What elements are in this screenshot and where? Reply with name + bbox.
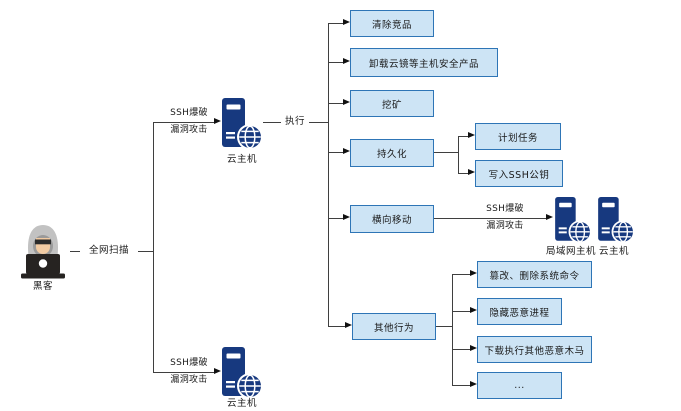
edge-label-full-network-scan: 全网扫描 [80, 244, 138, 257]
edge-label-line2: 漏洞攻击 [170, 125, 208, 135]
arrowhead-icon [343, 19, 350, 25]
arrowhead-icon [470, 345, 477, 351]
action-box-hide-process: 隐藏恶意进程 [477, 298, 562, 325]
connector-stub [452, 311, 470, 312]
action-box-other-behaviors: 其他行为 [352, 313, 436, 340]
connector-stub [328, 62, 343, 63]
action-box-uninstall-security: 卸载云镜等主机安全产品 [350, 48, 498, 77]
arrowhead-icon [343, 214, 350, 220]
cloud-host-top-label: 云主机 [226, 154, 257, 165]
arrowhead-icon [343, 148, 350, 154]
edge-label-ssh-attack-lateral: SSH爆破 漏洞攻击 [473, 204, 537, 232]
action-box-download-trojans: 下载执行其他恶意木马 [477, 336, 592, 363]
lan-host-label: 局域网主机 [545, 246, 596, 257]
arrowhead-icon [343, 58, 350, 64]
edge-label-line1: SSH爆破 [170, 358, 208, 368]
connector-other-out [436, 326, 452, 327]
lan-host-icon [553, 197, 593, 251]
cloud-host-top-icon [221, 98, 263, 158]
action-box-ellipsis: ... [477, 372, 562, 399]
cloud-host-bottom-icon [221, 347, 263, 407]
hacker-icon [17, 221, 69, 281]
cloud-host-bottom-label: 云主机 [226, 398, 257, 409]
arrowhead-icon [470, 307, 477, 313]
connector-ssh-top-line [153, 122, 214, 123]
cloud-host-right-icon [596, 197, 636, 251]
edge-label-line1: SSH爆破 [484, 204, 526, 215]
edge-label-ssh-attack-bottom: SSH爆破 漏洞攻击 [160, 358, 218, 386]
connector-stub [452, 385, 470, 386]
connector-lateral-line [434, 218, 546, 219]
edge-label-execute: 执行 [281, 115, 309, 128]
connector-stub [328, 152, 343, 153]
arrowhead-icon [546, 214, 553, 220]
edge-label-line1: SSH爆破 [170, 108, 208, 118]
arrowhead-icon [214, 118, 221, 124]
connector-stub [328, 326, 345, 327]
action-box-clear-competitors: 清除竞品 [350, 10, 434, 37]
action-box-write-ssh-key: 写入SSH公钥 [475, 160, 563, 187]
cloud-host-right-label: 云主机 [598, 246, 629, 257]
connector-persistence-out [434, 152, 458, 153]
action-box-scheduled-tasks: 计划任务 [475, 123, 561, 150]
action-box-persistence: 持久化 [350, 139, 434, 167]
connector-right-trunk [328, 23, 329, 327]
connector-stub [458, 136, 468, 137]
connector-other-branch [452, 274, 453, 386]
hacker-label: 黑客 [32, 281, 53, 292]
connector-stub [328, 23, 343, 24]
arrowhead-icon [214, 368, 221, 374]
action-box-lateral-movement: 横向移动 [350, 205, 434, 233]
arrowhead-icon [343, 99, 350, 105]
connector-stub [452, 349, 470, 350]
arrowhead-icon [470, 381, 477, 387]
connector-left-trunk [153, 122, 154, 373]
arrowhead-icon [470, 270, 477, 276]
connector-persistence-branch [458, 136, 459, 174]
connector-stub [458, 173, 468, 174]
arrowhead-icon [468, 169, 475, 175]
edge-label-ssh-attack-top: SSH爆破 漏洞攻击 [160, 108, 218, 136]
arrowhead-icon [468, 132, 475, 138]
edge-label-line2: 漏洞攻击 [484, 221, 526, 232]
action-box-mining: 挖矿 [350, 90, 434, 117]
connector-stub [328, 218, 343, 219]
arrowhead-icon [345, 322, 352, 328]
connector-ssh-bottom-line [153, 372, 214, 373]
connector-stub [328, 103, 343, 104]
action-box-tamper-delete-commands: 篡改、删除系统命令 [477, 261, 592, 288]
edge-label-line2: 漏洞攻击 [170, 375, 208, 385]
connector-stub [452, 274, 470, 275]
